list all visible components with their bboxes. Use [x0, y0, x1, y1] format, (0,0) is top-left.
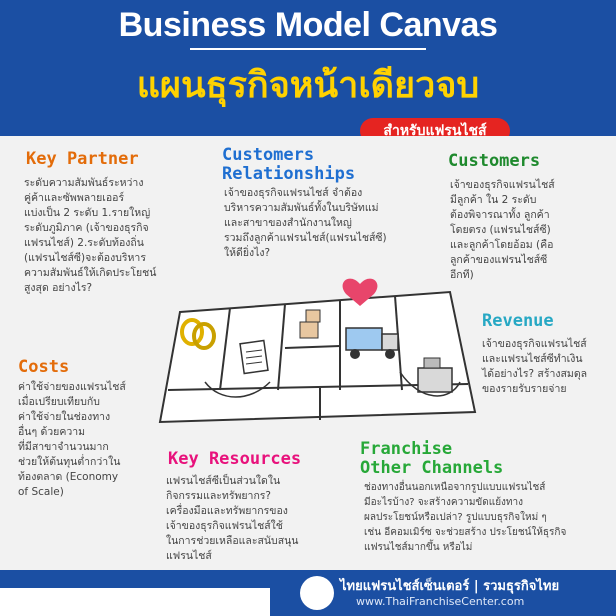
key-partner-line: ความสัมพันธ์ให้เกิดประโยชน์	[24, 267, 157, 279]
franchise-channels-title-line1: Franchise	[360, 439, 453, 459]
customers-relationships-text: เจ้าของธุรกิจแฟรนไชส์ จำต้อง บริหารความส…	[224, 186, 394, 261]
customers-line: มีลูกค้า ใน 2 ระดับ	[450, 194, 537, 206]
customers-line: ลูกค้าของแฟรนไชส์ซี	[450, 254, 548, 266]
boxes-icon	[299, 309, 321, 339]
customers-line: ต้องพิจารณาทั้ง ลูกค้า	[450, 209, 550, 221]
heart-icon	[342, 278, 378, 306]
key-resources-line: แฟรนไชส์	[166, 550, 212, 562]
costs-text: ค่าใช้จ่ายของแฟรนไชส์ เมื่อเปรียบเทียบกั…	[18, 380, 154, 500]
franchise-channels-text: ช่องทางอื่นนอกเหนือจากรูปแบบแฟรนไชส์ มีอ…	[364, 480, 610, 555]
key-resources-line: กิจกรรมและทรัพยากร?	[166, 490, 272, 502]
key-partner-line: แฟรนไชส์) 2.ระดับท้องถิ่น	[24, 237, 144, 249]
revenue-line: เจ้าของธุรกิจแฟรนไชส์	[482, 338, 587, 350]
customers-relationships-title-line1: Customers	[222, 145, 315, 165]
title-english: Business Model Canvas	[118, 6, 498, 44]
canvas-grid-line	[284, 345, 341, 349]
customers-line: โดยตรง (แฟรนไชส์ซี)	[450, 224, 551, 236]
key-partner-title: Key Partner	[26, 149, 139, 169]
handshake-rings-icon	[180, 318, 216, 350]
arrow-icon	[399, 371, 461, 397]
key-resources-line: เครื่องมือและทรัพยากรของ	[166, 505, 288, 517]
title-thai: แผนธุรกิจหน้าเดียวจบ	[136, 65, 480, 106]
franchise-channels-line: แฟรนไชส์มากขึ้น หรือไม่	[364, 542, 473, 553]
customers-relationships-title-line2: Relationships	[222, 164, 356, 184]
customers-line: เจ้าของธุรกิจแฟรนไชส์	[450, 179, 555, 191]
truck-icon	[345, 327, 399, 359]
header-banner: Business Model Canvas แผนธุรกิจหน้าเดียว…	[0, 0, 616, 150]
customers-relationships-title: Customers Relationships	[222, 146, 355, 184]
cash-register-icon	[417, 357, 453, 393]
key-partner-line: ระดับภูมิภาค (เจ้าของธุรกิจ	[24, 222, 149, 234]
revenue-text: เจ้าของธุรกิจแฟรนไชส์ และแฟรนไชส์ซีทำเงิ…	[482, 337, 608, 397]
customers-text: เจ้าของธุรกิจแฟรนไชส์ มีลูกค้า ใน 2 ระดั…	[450, 178, 600, 283]
franchise-channels-line: เช่น อีคอมเมิร์ซ จะช่วยสร้าง ประโยชน์ให้…	[364, 527, 567, 538]
franchise-channels-title-line2: Other Channels	[360, 458, 504, 478]
franchise-channels-line: มีอะไรบ้าง? จะสร้างความขัดแย้งทาง	[364, 497, 524, 508]
title-divider	[190, 48, 426, 50]
costs-line: ค่าใช้จ่ายในช่องทาง	[18, 411, 111, 423]
key-resources-line: เจ้าของธุรกิจแฟรนไชส์ใช้	[166, 520, 283, 532]
canvas-grid-line	[219, 307, 231, 391]
canvas-grid-line	[277, 303, 286, 391]
revenue-title: Revenue	[482, 311, 554, 331]
franchise-channels-line: ผลประโยชน์หรือเปล่า? รูปแบบธุรกิจใหม่ ๆ	[364, 512, 547, 523]
customers-relationships-line: เจ้าของธุรกิจแฟรนไชส์ จำต้อง	[224, 187, 363, 199]
key-resources-text: แฟรนไชส์ซีเป็นส่วนใดใน กิจกรรมและทรัพยาก…	[166, 474, 346, 564]
revenue-line: ของรายรับรายจ่าย	[482, 383, 567, 395]
canvas-illustration	[150, 272, 480, 432]
revenue-line: ได้อย่างไร? สร้างสมดุล	[482, 368, 588, 380]
customers-relationships-line: ให้ดียิ่งไง?	[224, 247, 271, 259]
costs-line: ค่าใช้จ่ายของแฟรนไชส์	[18, 381, 126, 393]
key-partner-line: (แฟรนไชส์ซี)จะต้องบริหาร	[24, 252, 146, 264]
costs-line: ที่มีสาขาจำนวนมาก	[18, 441, 109, 453]
footer-corner	[0, 588, 270, 616]
footer-brand: ไทยแฟรนไชส์เซ็นเตอร์ | รวมธุรกิจไทย	[340, 579, 560, 594]
arrow-icon	[204, 381, 271, 398]
customers-line: อีกที)	[450, 269, 474, 281]
costs-line: ช่วยให้ต้นทุนต่ำกว่าใน	[18, 456, 121, 468]
customers-relationships-line: บริหารความสัมพันธ์ทั้งในบริษัทแม่	[224, 202, 379, 214]
key-partner-line: คู่ค้าและซัพพลายเออร์	[24, 192, 125, 204]
customers-title: Customers	[448, 151, 541, 171]
franchise-channels-line: ช่องทางอื่นนอกเหนือจากรูปแบบแฟรนไชส์	[364, 482, 546, 493]
key-partner-line: สูงสุด อย่างไร?	[24, 282, 93, 294]
franchise-channels-title: Franchise Other Channels	[360, 440, 503, 478]
footer-url[interactable]: www.ThaiFranchiseCenter.com	[356, 595, 525, 608]
key-partner-line: แบ่งเป็น 2 ระดับ 1.รายใหญ่	[24, 207, 151, 219]
key-partner-line: ระดับความสัมพันธ์ระหว่าง	[24, 177, 144, 189]
customers-relationships-line: รวมถึงลูกค้าแฟรนไชส์(แฟรนไชส์ซี)	[224, 232, 387, 244]
key-partner-text: ระดับความสัมพันธ์ระหว่าง คู่ค้าและซัพพลา…	[24, 176, 184, 296]
key-resources-line: ในการช่วยเหลือและสนับสนุน	[166, 535, 299, 547]
brand-arrow-icon	[300, 576, 334, 610]
customers-line: และลูกค้าโดยอ้อม (คือ	[450, 239, 554, 251]
costs-title: Costs	[18, 357, 70, 377]
revenue-line: และแฟรนไชส์ซีทำเงิน	[482, 353, 583, 365]
customers-relationships-line: และสาขาของสำนักงานใหญ่	[224, 217, 352, 229]
costs-line: of Scale)	[18, 486, 64, 498]
costs-line: ท้องตลาด (Economy	[18, 471, 119, 483]
documents-icon	[239, 339, 269, 375]
costs-line: อื่นๆ ด้วยความ	[18, 426, 86, 438]
costs-line: เมื่อเปรียบเทียบกับ	[18, 396, 100, 408]
canvas-board-svg	[158, 278, 477, 424]
key-resources-line: แฟรนไชส์ซีเป็นส่วนใดใน	[166, 475, 281, 487]
key-resources-title: Key Resources	[168, 449, 302, 469]
